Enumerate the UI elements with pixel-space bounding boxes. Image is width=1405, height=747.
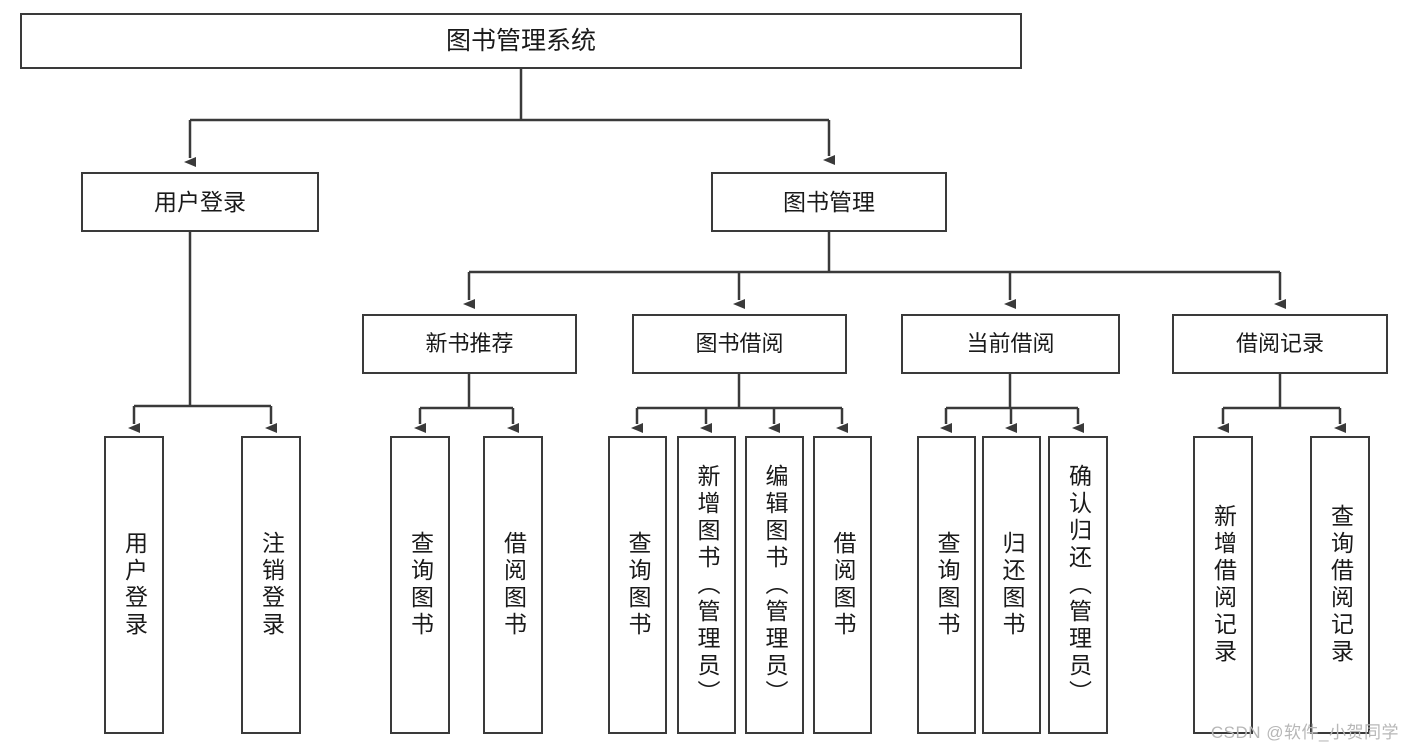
node-root-system[interactable]: 图书管理系统 (20, 13, 1022, 69)
node-label: 借阅图书 (830, 531, 856, 639)
watermark: CSDN @软件_小贺同学 (1210, 723, 1399, 742)
node-label: 新增图书（管理员） (694, 463, 720, 707)
node-label: 确认归还（管理员） (1065, 463, 1092, 707)
node-label: 注销登录 (258, 531, 285, 639)
node-label: 借阅记录 (1235, 331, 1324, 357)
node-label: 图书管理系统 (445, 26, 596, 55)
leaf-confirm-return-admin[interactable]: 确认归还（管理员） (1048, 436, 1108, 734)
node-label: 查询图书 (407, 531, 434, 639)
node-label: 用户登录 (154, 188, 246, 215)
node-new-book-recommend[interactable]: 新书推荐 (362, 314, 577, 374)
leaf-logout[interactable]: 注销登录 (241, 436, 301, 734)
leaf-return-book[interactable]: 归还图书 (982, 436, 1041, 734)
node-label: 借阅图书 (500, 531, 527, 639)
leaf-query-book-borrow[interactable]: 查询图书 (608, 436, 667, 734)
node-label: 归还图书 (999, 531, 1025, 639)
node-book-management[interactable]: 图书管理 (711, 172, 947, 232)
node-label: 当前借阅 (966, 331, 1055, 357)
leaf-query-borrow-record[interactable]: 查询借阅记录 (1310, 436, 1370, 734)
node-book-borrow[interactable]: 图书借阅 (632, 314, 847, 374)
leaf-query-book-current[interactable]: 查询图书 (917, 436, 976, 734)
leaf-add-book-admin[interactable]: 新增图书（管理员） (677, 436, 736, 734)
node-label: 图书借阅 (695, 331, 784, 357)
leaf-borrow-book-recommend[interactable]: 借阅图书 (483, 436, 543, 734)
node-label: 图书管理 (783, 188, 875, 215)
node-label: 用户登录 (121, 531, 148, 639)
node-label: 新增借阅记录 (1210, 504, 1237, 666)
node-label: 查询借阅记录 (1327, 504, 1354, 666)
node-borrow-record[interactable]: 借阅记录 (1172, 314, 1388, 374)
node-user-login[interactable]: 用户登录 (81, 172, 319, 232)
leaf-borrow-book[interactable]: 借阅图书 (813, 436, 872, 734)
node-current-borrow[interactable]: 当前借阅 (901, 314, 1120, 374)
leaf-query-book-recommend[interactable]: 查询图书 (390, 436, 450, 734)
leaf-add-borrow-record[interactable]: 新增借阅记录 (1193, 436, 1253, 734)
node-label: 新书推荐 (425, 331, 514, 357)
leaf-user-login[interactable]: 用户登录 (104, 436, 164, 734)
node-label: 查询图书 (934, 531, 960, 639)
node-label: 编辑图书（管理员） (762, 463, 788, 707)
node-label: 查询图书 (625, 531, 651, 639)
leaf-edit-book-admin[interactable]: 编辑图书（管理员） (745, 436, 804, 734)
